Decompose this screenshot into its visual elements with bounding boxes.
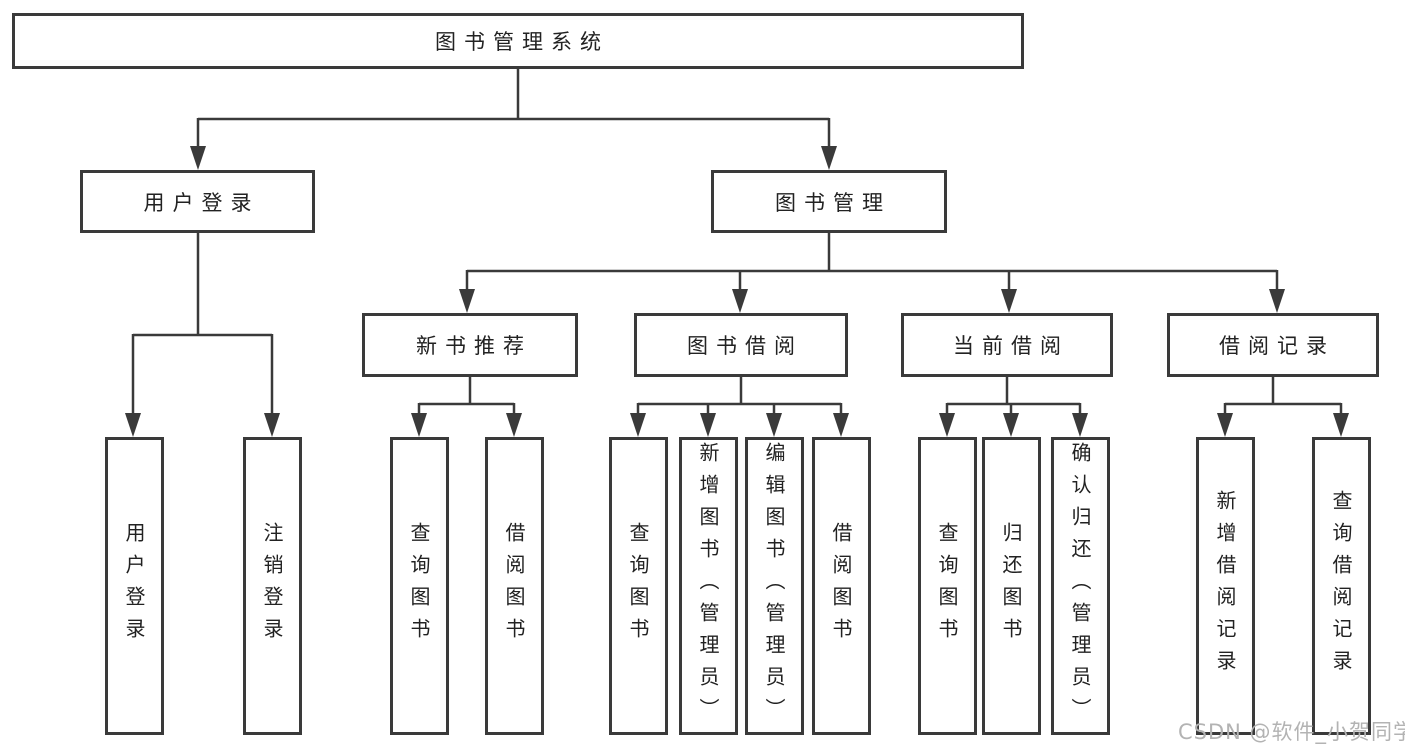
node-book-borrow: 图书借阅: [634, 313, 848, 377]
leaf-query-books-current-label: 查询图书: [935, 522, 959, 650]
node-current-borrow: 当前借阅: [901, 313, 1113, 377]
arrowhead-query-books-3: [939, 413, 955, 437]
leaf-borrow-books-recommend: 借阅图书: [485, 437, 544, 735]
leaf-user-login: 用户登录: [105, 437, 164, 735]
leaf-add-book-admin: 新增图书（管理员）: [679, 437, 738, 735]
arrowhead-query-borrow-record: [1333, 413, 1349, 437]
leaf-borrow-books-recommend-label: 借阅图书: [502, 522, 526, 650]
leaf-confirm-return-admin: 确认归还（管理员）: [1051, 437, 1110, 735]
watermark: CSDN @软件_小贺同学: [1178, 720, 1405, 744]
leaf-logout-label: 注销登录: [260, 522, 284, 650]
leaf-edit-book-admin-label: 编辑图书（管理员）: [762, 442, 786, 730]
leaf-return-book-label: 归还图书: [999, 522, 1023, 650]
arrowhead-leaf-logout: [264, 413, 280, 437]
leaf-add-borrow-record-label: 新增借阅记录: [1213, 490, 1237, 682]
leaf-query-borrow-record-label: 查询借阅记录: [1329, 490, 1353, 682]
connector-user-login-branch: [125, 233, 280, 437]
leaf-return-book: 归还图书: [982, 437, 1041, 735]
leaf-query-books-recommend: 查询图书: [390, 437, 449, 735]
node-user-login: 用户登录: [80, 170, 315, 233]
leaf-borrow-books: 借阅图书: [812, 437, 871, 735]
leaf-edit-book-admin: 编辑图书（管理员）: [745, 437, 804, 735]
leaf-add-book-admin-label: 新增图书（管理员）: [696, 442, 720, 730]
leaf-query-books-recommend-label: 查询图书: [407, 522, 431, 650]
arrowhead-edit-book: [766, 413, 782, 437]
connector-book-management-branch: [459, 233, 1285, 313]
arrowhead-borrow-books-2: [833, 413, 849, 437]
leaf-query-borrow-record: 查询借阅记录: [1312, 437, 1371, 735]
connector-root-to-level2: [190, 69, 837, 170]
arrowhead-borrow-books-1: [506, 413, 522, 437]
connector-recommend-branch: [411, 377, 522, 437]
leaf-query-books-borrow-label: 查询图书: [626, 522, 650, 650]
arrowhead-book-borrow: [732, 289, 748, 313]
arrowhead-user-login: [190, 146, 206, 170]
leaf-user-login-label: 用户登录: [122, 522, 146, 650]
arrowhead-add-borrow-record: [1217, 413, 1233, 437]
leaf-add-borrow-record: 新增借阅记录: [1196, 437, 1255, 735]
arrowhead-return-book: [1003, 413, 1019, 437]
node-borrow-records: 借阅记录: [1167, 313, 1379, 377]
arrowhead-new-book-recommend: [459, 289, 475, 313]
arrowhead-book-management: [821, 146, 837, 170]
arrowhead-query-books-2: [630, 413, 646, 437]
leaf-query-books-current: 查询图书: [918, 437, 977, 735]
connector-borrow-branch: [630, 377, 849, 437]
node-new-book-recommend: 新书推荐: [362, 313, 578, 377]
leaf-borrow-books-label: 借阅图书: [829, 522, 853, 650]
leaf-query-books-borrow: 查询图书: [609, 437, 668, 735]
arrowhead-add-book: [700, 413, 716, 437]
node-book-management: 图书管理: [711, 170, 947, 233]
node-root: 图书管理系统: [12, 13, 1024, 69]
arrowhead-confirm-return: [1072, 413, 1088, 437]
connector-records-branch: [1217, 377, 1349, 437]
arrowhead-current-borrow: [1001, 289, 1017, 313]
arrowhead-query-books-1: [411, 413, 427, 437]
connector-current-branch: [939, 377, 1088, 437]
leaf-logout: 注销登录: [243, 437, 302, 735]
leaf-confirm-return-admin-label: 确认归还（管理员）: [1068, 442, 1092, 730]
arrowhead-leaf-user-login: [125, 413, 141, 437]
arrowhead-borrow-records: [1269, 289, 1285, 313]
